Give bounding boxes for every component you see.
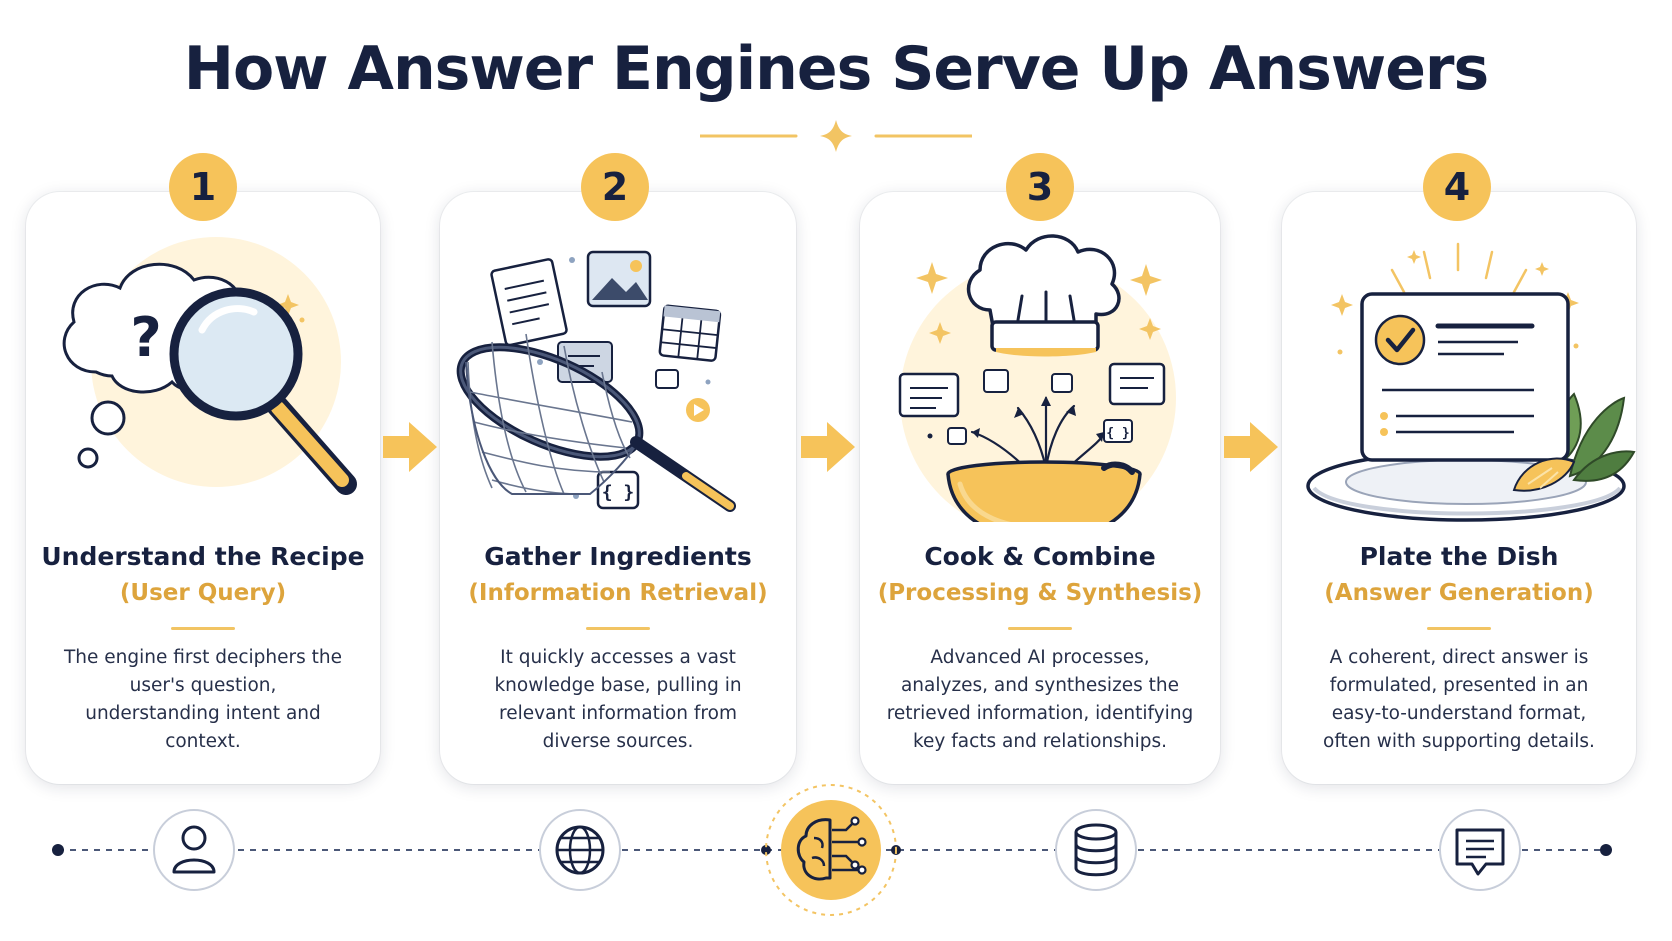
- bottom-timeline: [52, 784, 1612, 916]
- step-title: Understand the Recipe: [41, 542, 365, 571]
- svg-text:?: ?: [130, 306, 161, 369]
- step-description: It quickly accesses a vast knowledge bas…: [494, 647, 742, 752]
- step-badge-2: 2: [581, 153, 649, 221]
- step-subtitle: (User Query): [119, 580, 287, 606]
- ai-brain-icon: [765, 784, 897, 916]
- step-divider: [1008, 627, 1072, 630]
- step-divider: [1427, 627, 1491, 630]
- step-divider: [171, 627, 235, 630]
- step-badge-3: 3: [1006, 153, 1074, 221]
- thought-bubble-magnifier-icon: ?: [62, 237, 357, 495]
- database-icon: [1055, 809, 1137, 891]
- step-arrow-icon: [383, 422, 437, 472]
- step-description: The engine first deciphers the user's qu…: [63, 647, 343, 752]
- step-subtitle: (Information Retrieval): [468, 580, 768, 606]
- net-collecting-data-icon: { }: [456, 250, 736, 512]
- step-title: Gather Ingredients: [484, 542, 752, 571]
- step-title: Plate the Dish: [1359, 542, 1559, 571]
- svg-text:{ }: { }: [1106, 426, 1129, 441]
- step-description: A coherent, direct answer is formulated,…: [1323, 647, 1595, 752]
- step-card-1: ? Understand the Recipe (User Query) The…: [26, 192, 380, 784]
- step-arrow-icon: [801, 422, 855, 472]
- title-divider-sparkle-icon: [700, 120, 972, 152]
- step-description: Advanced AI processes, analyzes, and syn…: [886, 647, 1194, 752]
- page-title: How Answer Engines Serve Up Answers: [183, 34, 1489, 104]
- globe-icon: [539, 809, 621, 891]
- answer-document-plate-icon: [1306, 242, 1636, 522]
- step-badge-4: 4: [1423, 153, 1491, 221]
- step-card-2: { } Gather Ingredients (Information Retr…: [440, 192, 796, 784]
- step-divider: [586, 627, 650, 630]
- step-badge-1: 1: [169, 153, 237, 221]
- step-arrow-icon: [1224, 422, 1278, 472]
- step-card-3: { } Cook & Combine (Processing & Synthes…: [860, 192, 1220, 784]
- step-title: Cook & Combine: [924, 542, 1156, 571]
- svg-text:{ }: { }: [602, 482, 635, 503]
- step-card-4: Plate the Dish (Answer Generation) A coh…: [1282, 192, 1636, 784]
- chef-hat-bowl-icon: { }: [898, 234, 1176, 522]
- step-subtitle: (Answer Generation): [1324, 580, 1594, 606]
- chat-message-icon: [1439, 809, 1521, 891]
- step-subtitle: (Processing & Synthesis): [877, 580, 1203, 606]
- user-icon: [153, 809, 235, 891]
